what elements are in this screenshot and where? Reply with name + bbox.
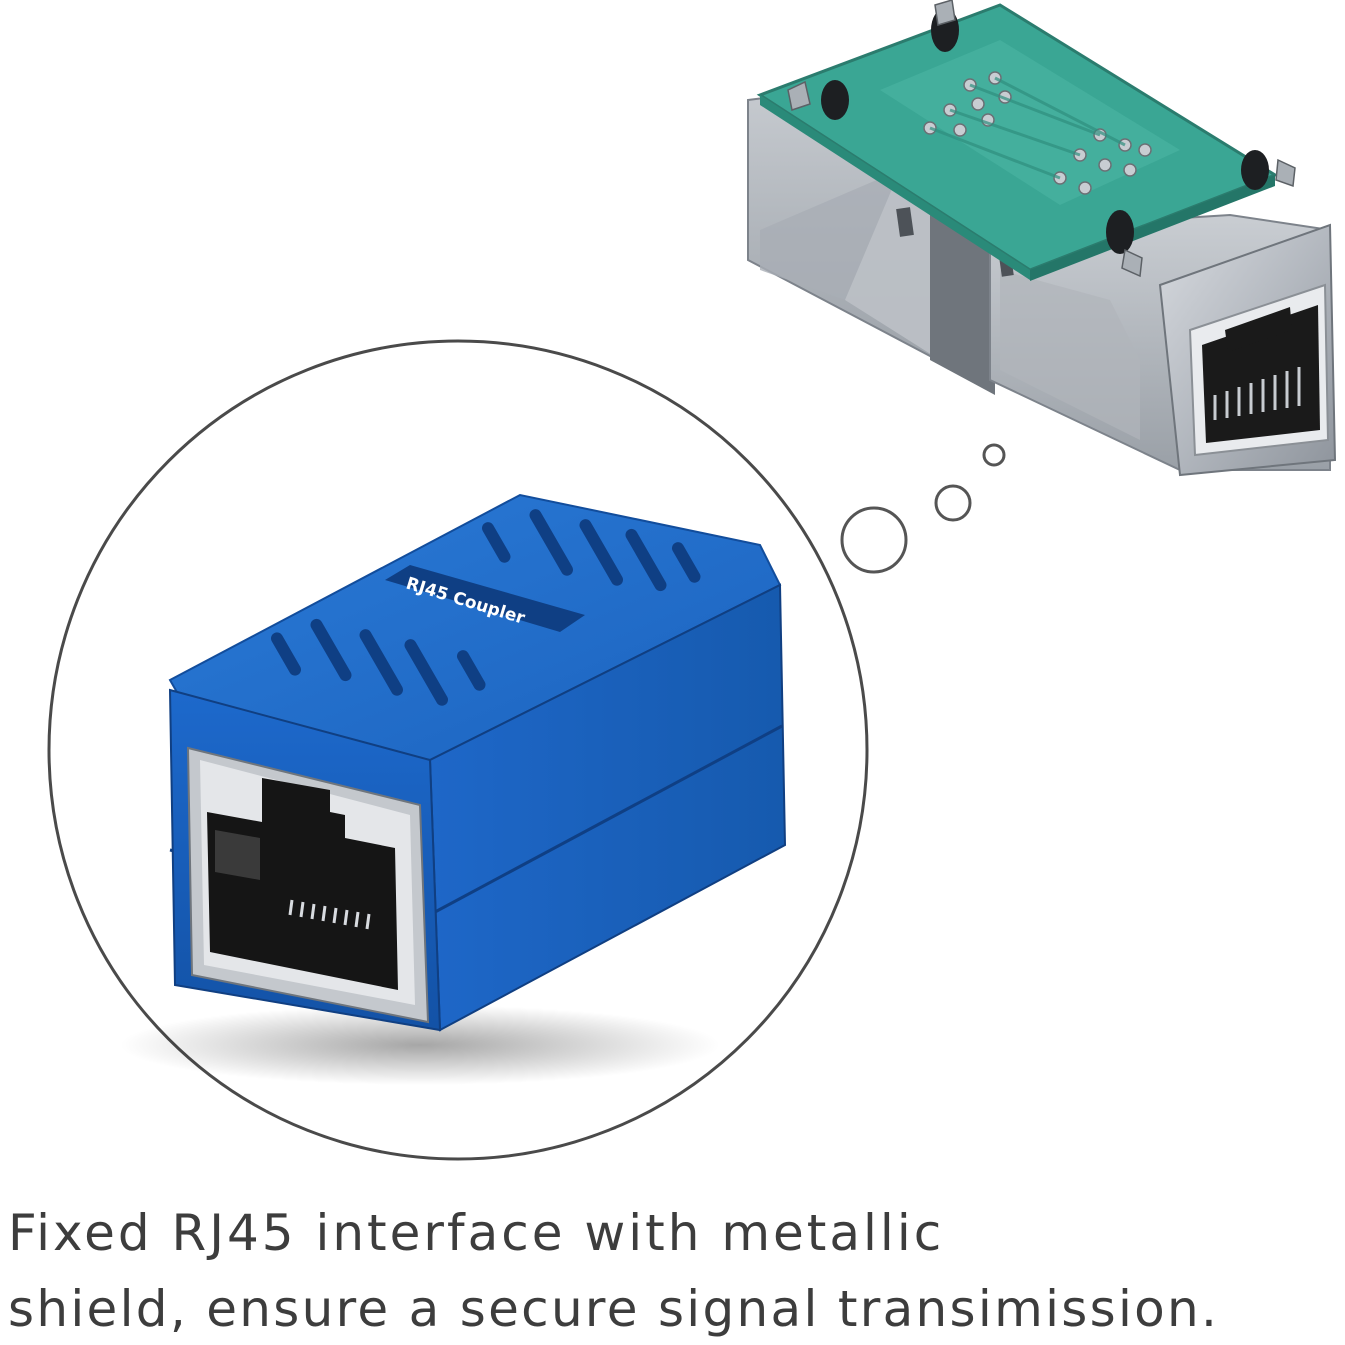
pcb-board	[756, 0, 1296, 281]
thought-bubbles	[840, 443, 1006, 574]
metal-coupler-image	[747, 0, 1337, 477]
caption-line-2: shield, ensure a secure signal transimis…	[8, 1280, 1220, 1338]
blue-coupler-image: RJ45 Coupler	[120, 493, 787, 1085]
product-illustration: RJ45 Coupler	[47, 0, 1337, 1161]
caption-line-1: Fixed RJ45 interface with metallic	[8, 1204, 945, 1262]
rj45-port-metal	[1188, 283, 1330, 457]
zoom-circle	[47, 339, 869, 1161]
rj45-port-blue	[207, 778, 398, 990]
